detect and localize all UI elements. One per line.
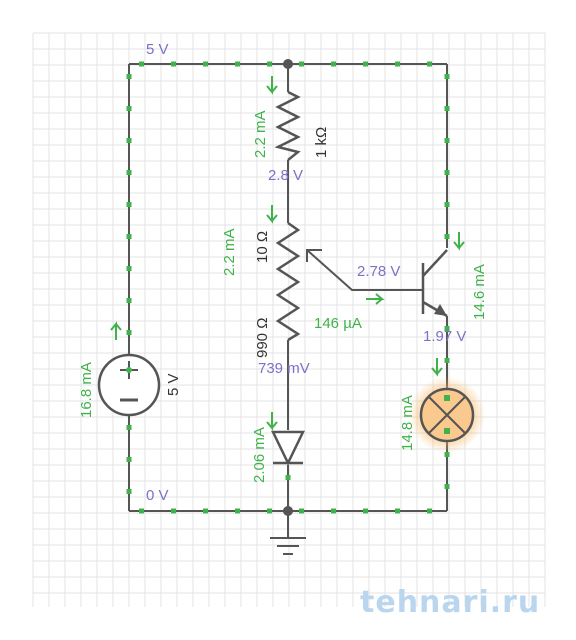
npn-transistor-icon[interactable]: [421, 249, 448, 318]
base-wire[interactable]: [306, 249, 423, 291]
current-flow-dots: [126, 61, 450, 514]
bottom-junction-node[interactable]: [283, 506, 293, 516]
lamp-current: 14.8 mA: [399, 395, 416, 451]
wiper-arrow-icon: [306, 249, 322, 262]
pot-top-value: 10 Ω: [254, 231, 271, 263]
diode-icon[interactable]: [271, 430, 305, 466]
arrow-down-icon: [431, 358, 443, 377]
voltage-source-icon[interactable]: [97, 353, 161, 417]
base-current: 146 µA: [314, 315, 362, 332]
wires: [128, 63, 448, 538]
pot-bottom-value: 990 Ω: [254, 318, 271, 358]
divider-node-voltage: 2.8 V: [268, 167, 303, 184]
source-value: 5 V: [165, 373, 182, 396]
ground-icon[interactable]: [270, 537, 306, 555]
arrow-up-icon: [110, 321, 122, 340]
current-arrows: [110, 76, 465, 431]
arrow-down-icon: [266, 76, 278, 95]
source-current: 16.8 mA: [78, 362, 95, 418]
pot-current: 2.2 mA: [221, 228, 238, 276]
arrow-down-icon: [453, 232, 465, 251]
lamp-icon[interactable]: [409, 377, 485, 453]
arrow-down-icon: [266, 205, 278, 224]
emitter-node-voltage: 1.97 V: [423, 328, 466, 345]
diode-node-voltage: 739 mV: [258, 360, 310, 377]
r1-current: 2.2 mA: [252, 110, 269, 158]
collector-current: 14.6 mA: [471, 264, 488, 320]
arrow-right-icon: [366, 293, 385, 305]
resistor-icon[interactable]: [274, 90, 301, 161]
base-node-voltage: 2.78 V: [357, 263, 400, 280]
r1-value: 1 kΩ: [313, 127, 330, 158]
arrow-down-icon: [266, 412, 278, 431]
top-rail-voltage: 5 V: [146, 41, 169, 58]
watermark: tehnari.ru: [360, 585, 540, 620]
top-junction-node[interactable]: [283, 59, 293, 69]
bottom-rail-voltage: 0 V: [146, 487, 169, 504]
diode-current: 2.06 mA: [251, 427, 268, 483]
potentiometer-icon[interactable]: [275, 221, 301, 342]
